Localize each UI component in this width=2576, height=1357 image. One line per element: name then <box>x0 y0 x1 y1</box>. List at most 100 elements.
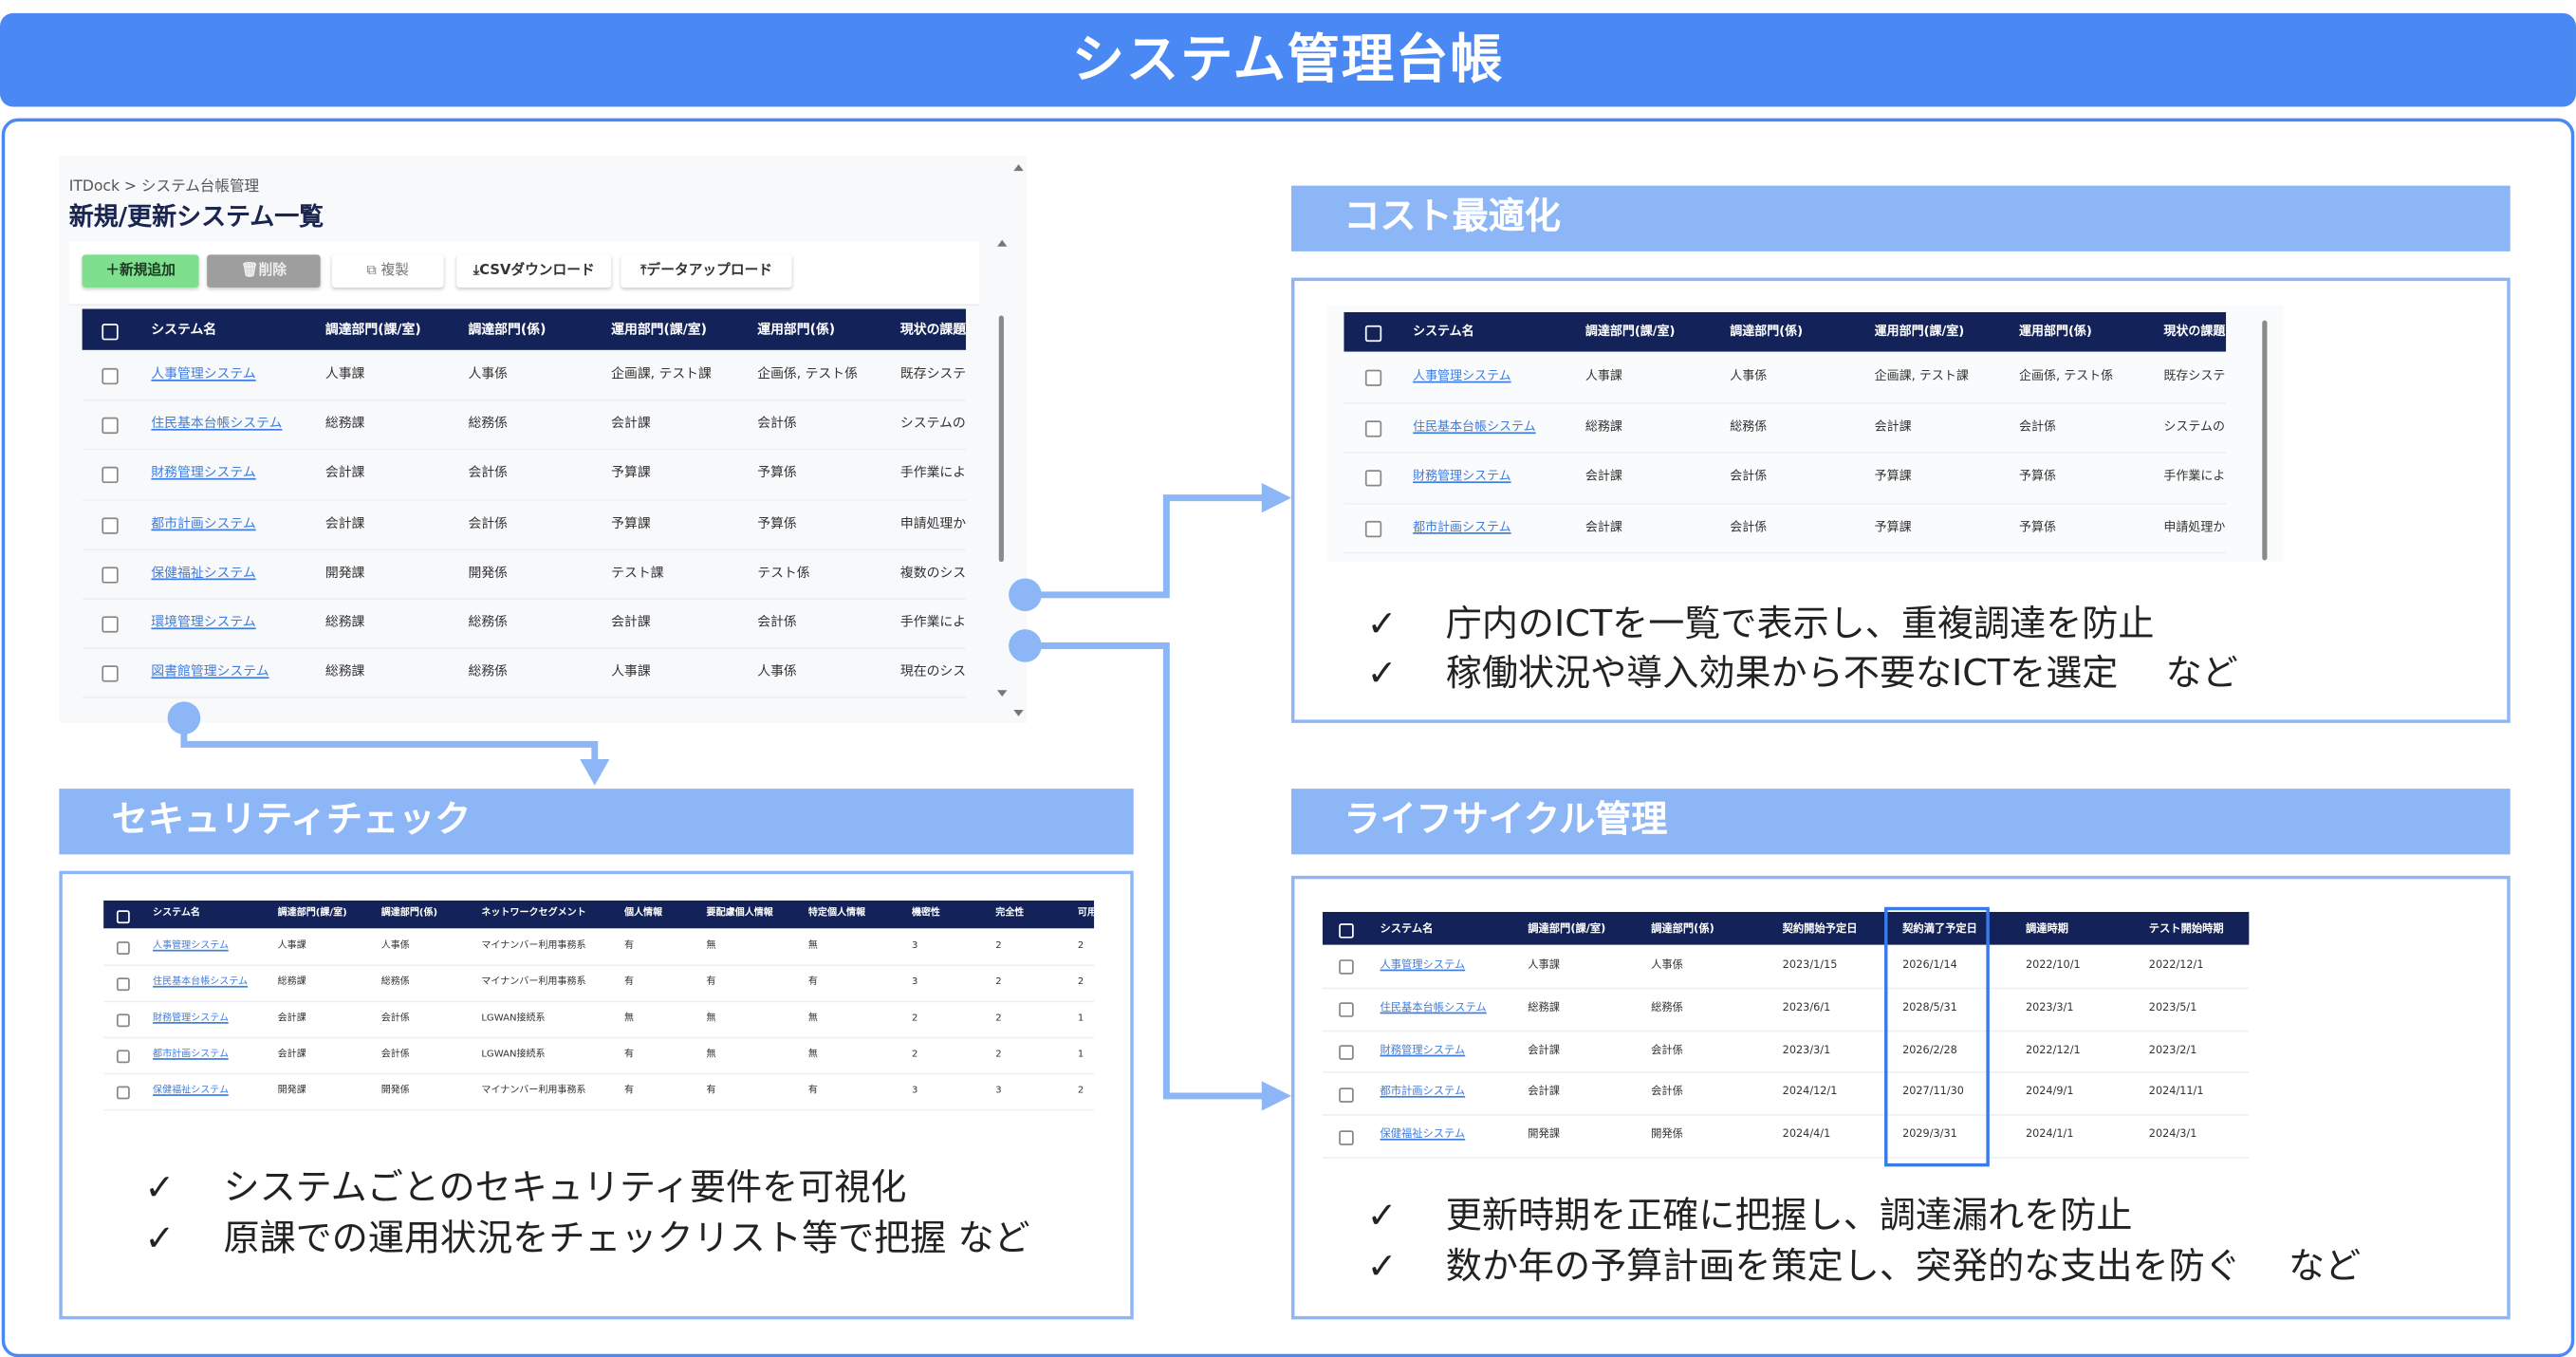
table-cell: 開発課 <box>1528 1127 1561 1141</box>
row-checkbox[interactable] <box>102 516 119 534</box>
row-checkbox[interactable] <box>102 616 119 633</box>
column-header[interactable]: 現状の課題 <box>2163 324 2226 339</box>
row-checkbox[interactable] <box>1339 1045 1354 1060</box>
column-header[interactable]: 特定個人情報 <box>807 908 866 919</box>
breadcrumb[interactable]: ITDock > システム台帳管理 <box>68 178 260 196</box>
table-cell: 会計課 <box>1585 468 1622 484</box>
data-upload-button[interactable]: ⤒データアップロード <box>621 254 792 288</box>
system-name-link[interactable]: 保健福祉システム <box>153 1086 230 1096</box>
column-header[interactable]: 個人情報 <box>623 908 663 919</box>
column-header[interactable]: システム名 <box>153 908 200 919</box>
row-checkbox[interactable] <box>116 1050 130 1064</box>
row-checkbox[interactable] <box>116 1013 130 1028</box>
system-name-link[interactable]: 保健福祉システム <box>1380 1127 1466 1141</box>
system-name-link[interactable]: 財務管理システム <box>151 465 256 481</box>
column-header[interactable]: 調達部門(係) <box>1730 324 1804 339</box>
system-name-link[interactable]: 都市計画システム <box>1413 518 1511 533</box>
system-name-link[interactable]: 住民基本台帳システム <box>1413 418 1536 434</box>
table-cell: 2 <box>1077 1086 1084 1096</box>
table-cell: 予算係 <box>2019 518 2056 533</box>
select-all-checkbox[interactable] <box>1364 325 1382 343</box>
scroll-up-icon[interactable] <box>1013 164 1024 172</box>
system-name-link[interactable]: 環境管理システム <box>151 614 256 630</box>
row-checkbox[interactable] <box>102 368 119 385</box>
system-name-link[interactable]: 住民基本台帳システム <box>151 416 283 431</box>
column-header[interactable]: 調達部門(係) <box>468 322 547 337</box>
system-name-link[interactable]: 住民基本台帳システム <box>153 977 249 988</box>
column-header[interactable]: 可用性 <box>1077 908 1094 919</box>
system-name-link[interactable]: 人事管理システム <box>1380 957 1466 972</box>
column-header[interactable]: 完全性 <box>995 908 1025 919</box>
row-checkbox[interactable] <box>1364 370 1382 387</box>
column-header[interactable]: 運用部門(係) <box>2019 324 2092 339</box>
row-checkbox[interactable] <box>116 977 130 992</box>
row-checkbox[interactable] <box>1339 1002 1354 1018</box>
column-header[interactable]: 調達部門(係) <box>380 908 438 919</box>
csv-download-button[interactable]: ⤓CSVダウンロード <box>456 254 612 288</box>
table-cell: 総務係 <box>468 663 509 679</box>
system-name-link[interactable]: 人事管理システム <box>151 366 256 381</box>
delete-button[interactable]: 🗑削除 <box>207 254 321 288</box>
row-checkbox[interactable] <box>116 1086 130 1100</box>
column-header[interactable]: テスト開始時期 <box>2148 921 2224 936</box>
table-scroll-down-icon[interactable] <box>997 690 1008 697</box>
system-name-link[interactable]: 財務管理システム <box>153 1013 230 1024</box>
column-header[interactable]: 運用部門(課/室) <box>611 322 707 337</box>
system-name-link[interactable]: 都市計画システム <box>153 1050 230 1060</box>
column-header[interactable]: システム名 <box>1413 324 1474 339</box>
row-checkbox[interactable] <box>1339 1129 1354 1145</box>
row-checkbox[interactable] <box>102 467 119 484</box>
column-header[interactable]: 現状の課題 <box>899 322 967 337</box>
column-header[interactable]: ネットワークセグメント <box>481 908 586 919</box>
column-header[interactable]: 調達部門(係) <box>1651 921 1714 936</box>
select-all-checkbox[interactable] <box>102 323 119 340</box>
column-header[interactable]: システム名 <box>151 322 217 337</box>
scrollbar[interactable] <box>998 315 1004 563</box>
table-row: 人事管理システム人事課人事係企画課, テスト課企画係, テスト係既存システ <box>1344 352 2227 404</box>
system-name-link[interactable]: 保健福祉システム <box>151 565 256 580</box>
column-header[interactable]: 要配慮個人情報 <box>706 908 773 919</box>
row-checkbox[interactable] <box>102 418 119 435</box>
system-name-link[interactable]: 人事管理システム <box>153 941 230 952</box>
row-checkbox[interactable] <box>102 567 119 584</box>
column-header[interactable]: 調達部門(課/室) <box>324 322 421 337</box>
row-checkbox[interactable] <box>102 665 119 683</box>
column-header[interactable]: 調達部門(課/室) <box>277 908 347 919</box>
row-checkbox[interactable] <box>116 941 130 956</box>
table-scroll-up-icon[interactable] <box>997 239 1008 247</box>
column-header[interactable]: 契約満了予定日 <box>1902 921 1977 936</box>
column-header[interactable]: 調達時期 <box>2025 921 2068 936</box>
column-header[interactable]: 運用部門(係) <box>757 322 836 337</box>
select-all-checkbox[interactable] <box>116 909 130 923</box>
table-cell: 1 <box>1077 1050 1084 1060</box>
table-cell: 会計係 <box>1651 1085 1683 1099</box>
system-name-link[interactable]: 都市計画システム <box>1380 1085 1466 1099</box>
table-cell: 2 <box>1077 977 1084 988</box>
add-button[interactable]: ＋新規追加 <box>82 254 199 288</box>
system-name-link[interactable]: 財務管理システム <box>1413 468 1511 484</box>
row-checkbox[interactable] <box>1364 470 1382 487</box>
row-checkbox[interactable] <box>1339 959 1354 976</box>
table-cell: 2 <box>995 941 1002 952</box>
system-name-link[interactable]: 都市計画システム <box>151 514 256 530</box>
system-name-link[interactable]: 住民基本台帳システム <box>1380 1000 1487 1013</box>
column-header[interactable]: 契約開始予定日 <box>1782 921 1858 936</box>
select-all-checkbox[interactable] <box>1339 922 1354 938</box>
scroll-down-icon[interactable] <box>1013 710 1024 716</box>
column-header[interactable]: 機密性 <box>911 908 941 919</box>
column-header[interactable]: システム名 <box>1380 921 1434 936</box>
table-cell: テスト課 <box>611 565 664 580</box>
cost-bullet-text: 稼働状況や導入効果から不要なICTを選定 など <box>1445 654 2238 696</box>
system-name-link[interactable]: 図書館管理システム <box>151 663 269 679</box>
system-name-link[interactable]: 人事管理システム <box>1413 367 1511 383</box>
column-header[interactable]: 調達部門(課/室) <box>1528 921 1606 936</box>
table-cell: 2 <box>995 977 1002 988</box>
copy-button[interactable]: ⧉ 複製 <box>331 254 444 288</box>
table-cell: 2022/12/1 <box>2148 957 2204 972</box>
row-checkbox[interactable] <box>1364 520 1382 537</box>
column-header[interactable]: 調達部門(課/室) <box>1585 324 1676 339</box>
column-header[interactable]: 運用部門(課/室) <box>1874 324 1965 339</box>
row-checkbox[interactable] <box>1339 1087 1354 1103</box>
row-checkbox[interactable] <box>1364 419 1382 437</box>
system-name-link[interactable]: 財務管理システム <box>1380 1042 1466 1056</box>
